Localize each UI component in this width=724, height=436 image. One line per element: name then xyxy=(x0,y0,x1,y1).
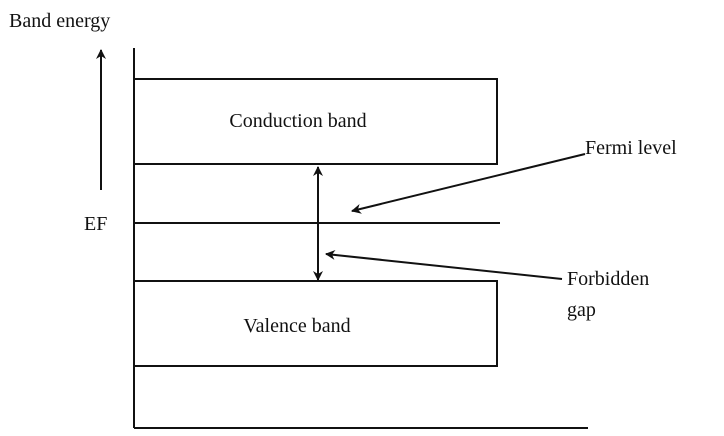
fermi-level-label: Fermi level xyxy=(585,137,677,159)
fermi-level-pointer xyxy=(351,153,586,214)
axis-title: Band energy xyxy=(9,10,110,32)
valence-band-label: Valence band xyxy=(243,315,350,337)
forbidden-gap-label-2: gap xyxy=(567,299,596,321)
valence-band-box xyxy=(133,280,498,367)
forbidden-gap-pointer xyxy=(325,249,563,280)
conduction-band-label: Conduction band xyxy=(229,110,366,132)
fermi-marker-label: EF xyxy=(84,213,107,235)
forbidden-gap-label-1: Forbidden xyxy=(567,268,649,290)
conduction-band-box xyxy=(133,78,498,165)
